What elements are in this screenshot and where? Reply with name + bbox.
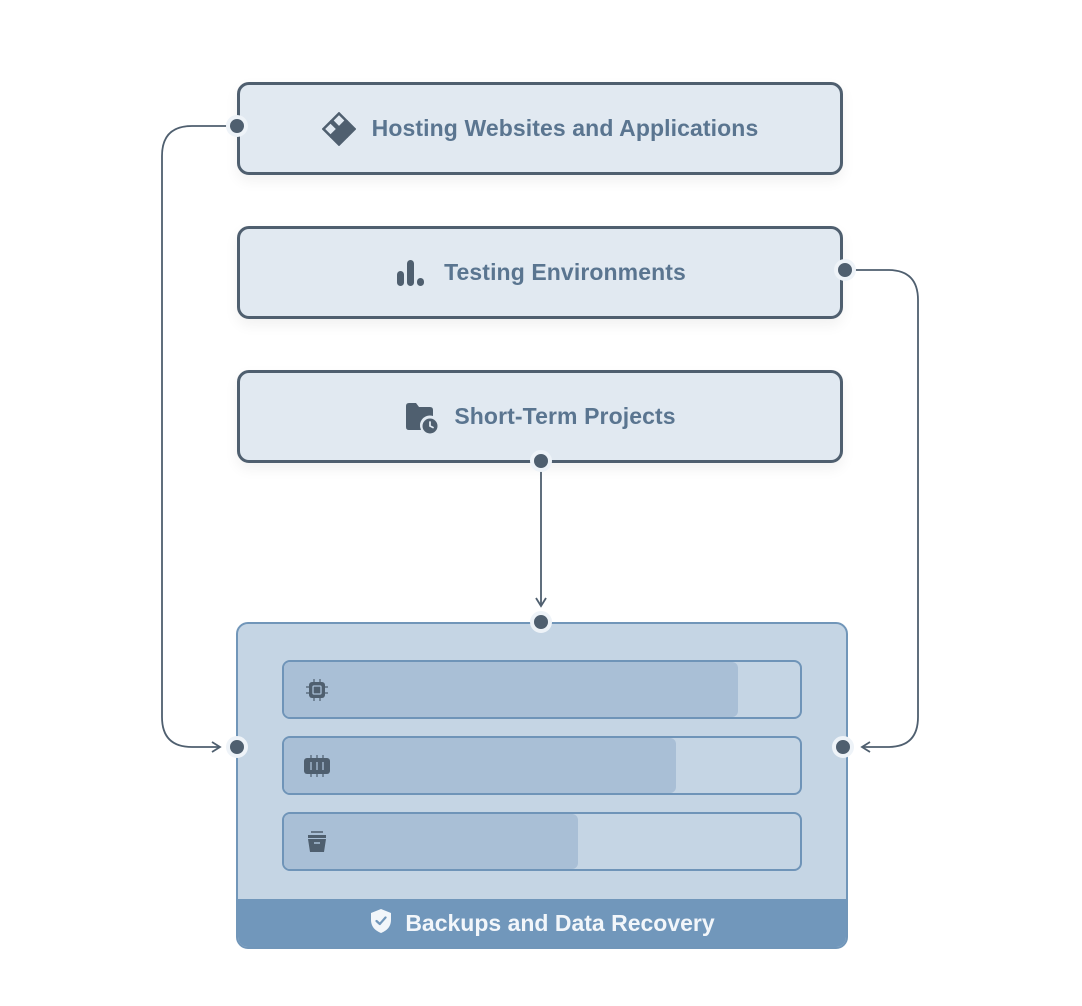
port-backups-right[interactable]: [832, 736, 854, 758]
resource-bar: [282, 812, 802, 871]
archive-box-icon: [302, 827, 332, 857]
resource-bar-fill: [284, 738, 677, 793]
node-hosting[interactable]: Hosting Websites and Applications: [237, 82, 843, 175]
port-testing-right[interactable]: [834, 259, 856, 281]
cpu-chip-icon: [302, 675, 332, 705]
node-label: Testing Environments: [444, 259, 686, 285]
group-label: Backups and Data Recovery: [405, 909, 715, 936]
node-label: Short-Term Projects: [454, 403, 676, 429]
resource-bar: [282, 660, 802, 719]
bar-chart-icon: [394, 256, 428, 290]
folder-clock-icon: [404, 400, 438, 434]
resource-bar: [282, 736, 802, 795]
memory-module-icon: [302, 751, 332, 781]
shield-check-icon: [369, 908, 393, 939]
diamond-grid-icon: [321, 111, 356, 146]
resource-bar-fill: [284, 662, 739, 717]
port-hosting-left[interactable]: [226, 115, 248, 137]
port-backups-top[interactable]: [530, 611, 552, 633]
node-testing[interactable]: Testing Environments: [237, 226, 843, 319]
node-label: Hosting Websites and Applications: [371, 115, 759, 141]
group-footer: Backups and Data Recovery: [238, 899, 846, 947]
node-short-term-projects[interactable]: Short-Term Projects: [237, 370, 843, 463]
group-backups[interactable]: Backups and Data Recovery: [236, 622, 848, 949]
edge-hosting-to-backups: [161, 125, 236, 753]
port-shortterm-bottom[interactable]: [530, 450, 552, 472]
edge-testing-to-backups: [846, 269, 919, 753]
port-backups-left[interactable]: [226, 736, 248, 758]
resource-bar-fill: [284, 814, 579, 869]
